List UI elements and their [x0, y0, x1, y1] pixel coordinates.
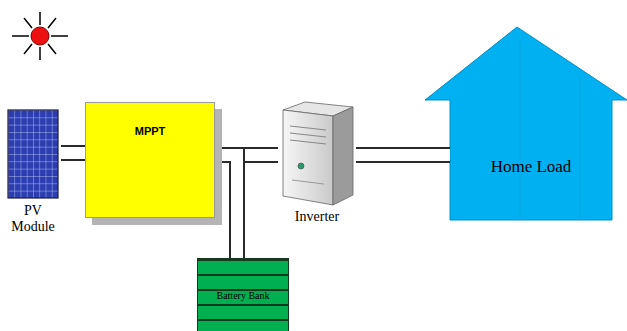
node-label: PV Module — [5, 203, 61, 235]
node-label: Home Load — [450, 157, 612, 177]
wire-gap — [215, 155, 237, 258]
wire-outline — [356, 147, 450, 163]
wire-gap — [356, 149, 450, 161]
wire-outline — [215, 155, 237, 258]
inverter: Inverter — [278, 103, 356, 229]
wire-gap — [61, 147, 85, 159]
double-wire — [356, 155, 450, 156]
wire-outline — [61, 145, 85, 161]
node-label: Inverter — [278, 209, 356, 225]
sun-icon — [12, 12, 68, 60]
pv-module: PV Module — [5, 108, 61, 248]
inverter-icon — [283, 102, 353, 205]
node-label: MPPT — [86, 125, 214, 138]
pv-panel — [8, 110, 58, 198]
node-label: Battery Bank — [198, 290, 288, 302]
mppt-box: MPPT — [85, 102, 215, 218]
double-wire — [61, 153, 85, 154]
double-wire — [215, 155, 237, 258]
house-shape — [425, 27, 627, 220]
home-load: Home Load — [450, 100, 612, 220]
battery-bank: Battery Bank — [197, 258, 289, 331]
